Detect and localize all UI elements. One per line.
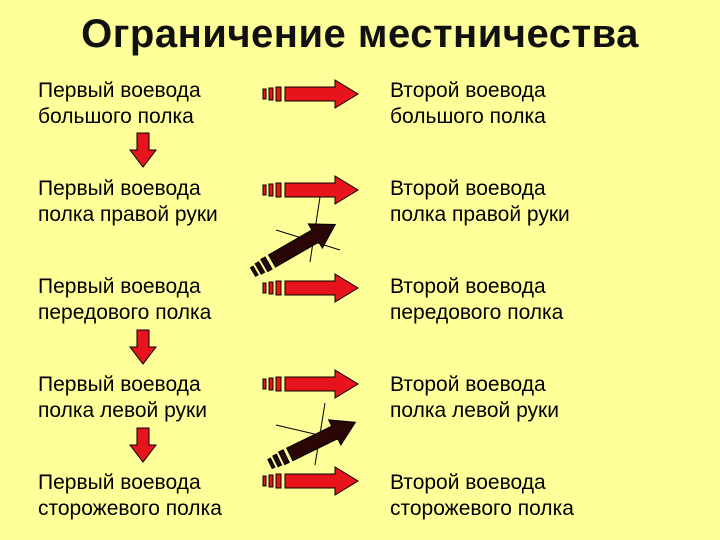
left-label-row3: Первый воевода передового полка — [38, 274, 211, 326]
horizontal-arrow-row4 — [262, 369, 359, 399]
horizontal-arrow-row5 — [262, 466, 359, 496]
horizontal-arrow-row2 — [262, 175, 359, 205]
left-label-row2-line2: полка правой руки — [38, 203, 218, 226]
left-label-row3-line2: передового полка — [38, 301, 212, 324]
left-label-row2-line1: Первый воевода — [38, 177, 201, 200]
right-label-row3: Второй воевода передового полка — [390, 274, 563, 326]
right-label-row3-line2: передового полка — [390, 301, 564, 324]
slide-title: Ограничение местничества — [81, 12, 639, 56]
right-label-row2-line2: полка правой руки — [390, 203, 570, 226]
right-label-row1-line2: большого полка — [390, 105, 546, 128]
right-label-row4: Второй воевода полка левой руки — [390, 372, 559, 424]
right-label-row5-line1: Второй воевода — [390, 471, 546, 494]
left-label-row5: Первый воевода сторожевого полка — [38, 470, 222, 522]
diagonal-arrow-row5-to-row4 — [263, 409, 363, 478]
left-label-row1-line2: большого полка — [38, 105, 194, 128]
right-label-row1-line1: Второй воевода — [390, 79, 546, 102]
right-label-row1: Второй воевода большого полка — [390, 78, 546, 130]
horizontal-arrow-row1 — [262, 79, 359, 109]
left-label-row3-line1: Первый воевода — [38, 275, 201, 298]
right-label-row2: Второй воевода полка правой руки — [390, 176, 570, 228]
right-label-row3-line1: Второй воевода — [390, 275, 546, 298]
down-arrow-row3-to-row4 — [128, 329, 158, 365]
diagonal-arrow-row3-to-row2 — [245, 211, 343, 285]
left-label-row4: Первый воевода полка левой руки — [38, 372, 207, 424]
right-label-row5: Второй воевода сторожевого полка — [390, 470, 574, 522]
down-arrow-row1-to-row2 — [128, 132, 158, 168]
left-label-row1-line1: Первый воевода — [38, 79, 201, 102]
down-arrow-row4-to-row5 — [128, 427, 158, 463]
left-label-row4-line1: Первый воевода — [38, 373, 201, 396]
right-label-row4-line1: Второй воевода — [390, 373, 546, 396]
left-label-row1: Первый воевода большого полка — [38, 78, 201, 130]
left-label-row5-line1: Первый воевода — [38, 471, 201, 494]
right-label-row5-line2: сторожевого полка — [390, 497, 574, 520]
right-label-row4-line2: полка левой руки — [390, 399, 559, 422]
left-label-row2: Первый воевода полка правой руки — [38, 176, 218, 228]
right-label-row2-line1: Второй воевода — [390, 177, 546, 200]
left-label-row5-line2: сторожевого полка — [38, 497, 222, 520]
horizontal-arrow-row3 — [262, 273, 359, 303]
left-label-row4-line2: полка левой руки — [38, 399, 207, 422]
